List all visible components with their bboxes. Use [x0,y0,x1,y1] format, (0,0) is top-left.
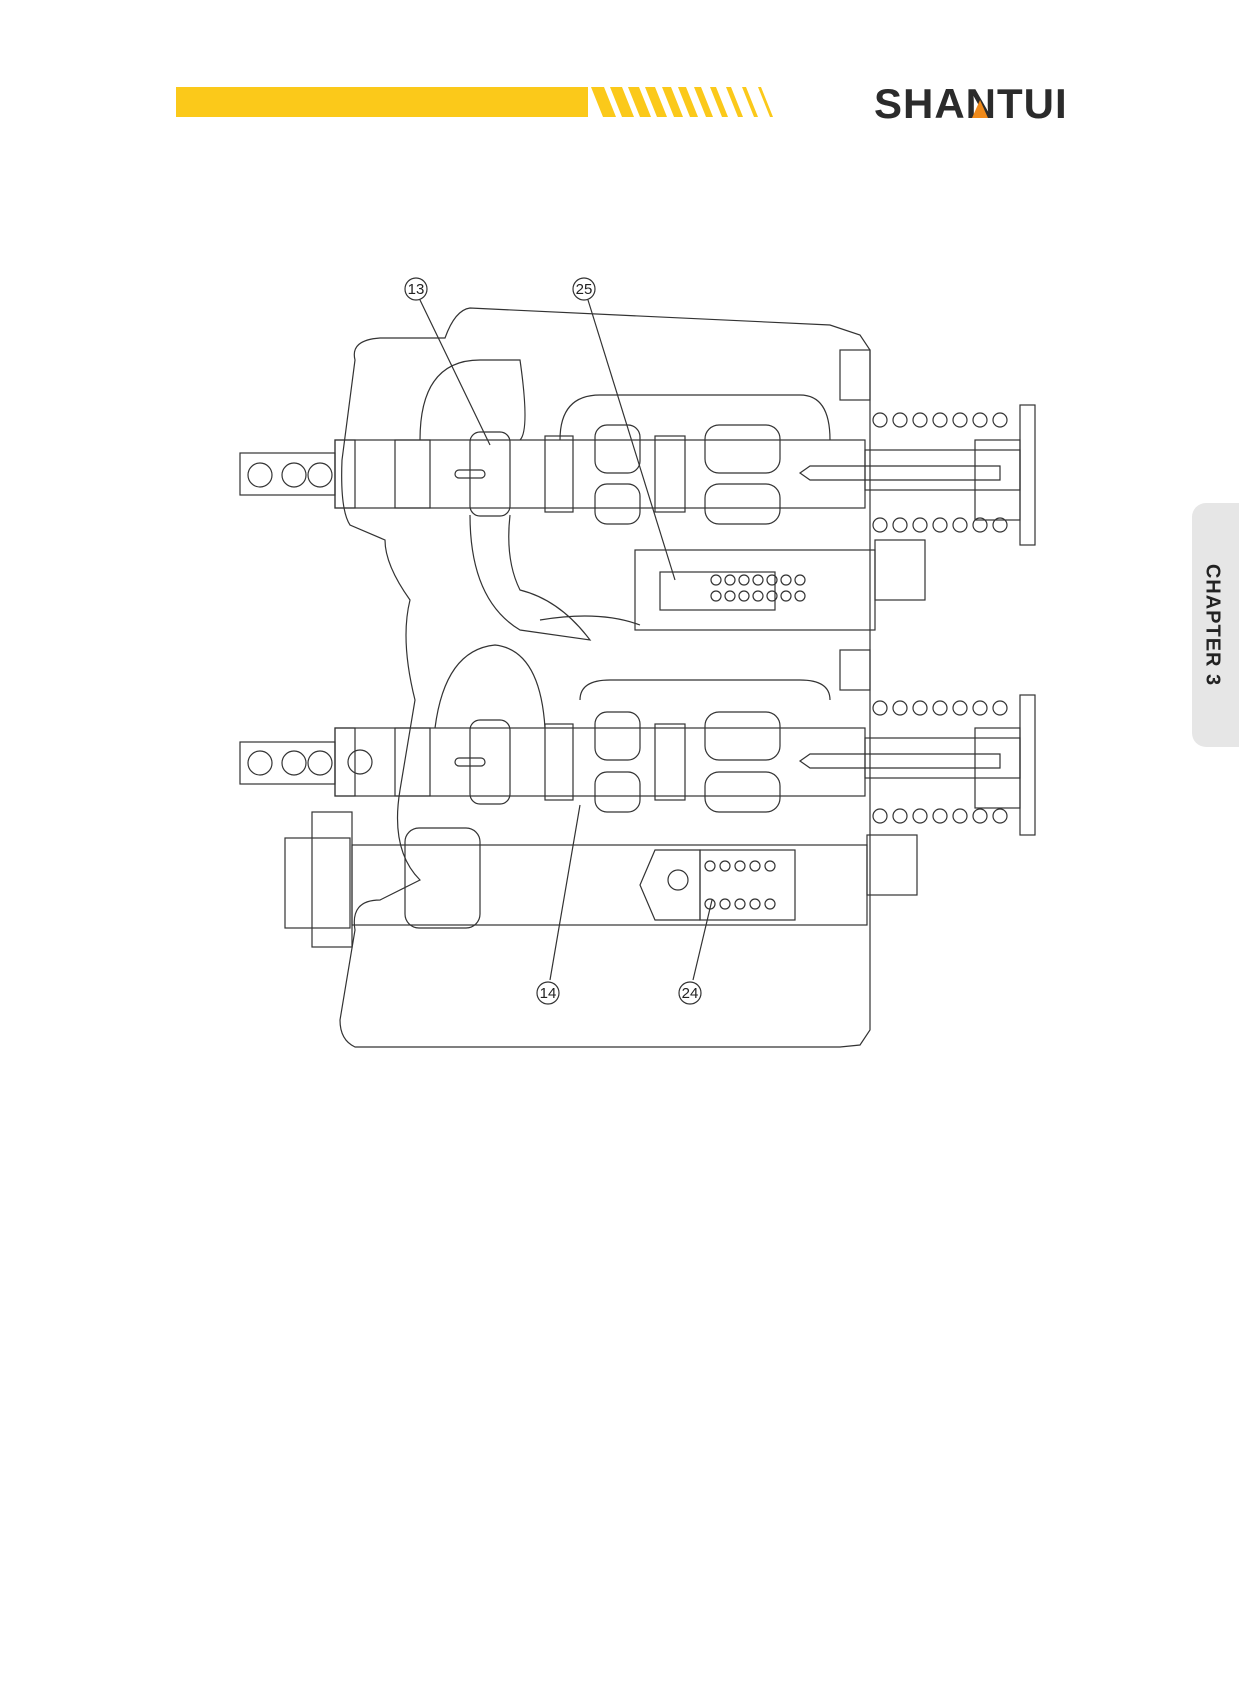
upper-housing-outline [339,307,871,1048]
callout-14-label: 14 [540,985,557,1002]
callout-13-label: 13 [408,281,425,298]
callout-13-circle [404,277,428,301]
callout-25-leader [587,299,676,581]
callout-25-circle [572,277,596,301]
callout-14-circle [536,981,560,1005]
bottom-check-valve [284,811,918,948]
upper-spring-cap [798,349,1036,546]
header-stripe-bar [176,87,773,117]
lower-spring-cap [798,649,1036,836]
middle-relief-valve [634,539,926,631]
callout-14-leader [549,804,581,981]
upper-left-yoke [239,452,336,496]
upper-spool [334,424,866,525]
internal-passage-upper [419,359,831,441]
callout-25-label: 25 [576,281,593,298]
chapter-tab-label: CHAPTER 3 [1201,563,1224,687]
callout-24-label: 24 [682,985,699,1002]
callout-24-leader [692,899,713,981]
internal-passage-lower [434,644,831,729]
callout-24-circle [678,981,702,1005]
chapter-side-tab [1192,503,1239,747]
shantui-logo: SHANTUI [874,84,1068,124]
brand-logo-text: SHANTUI [874,84,1068,124]
internal-passage-middle [469,514,641,641]
lower-left-yoke [239,741,336,785]
lower-spool [334,711,866,813]
logo-accent-triangle [972,100,988,118]
callout-13-leader [419,299,491,446]
